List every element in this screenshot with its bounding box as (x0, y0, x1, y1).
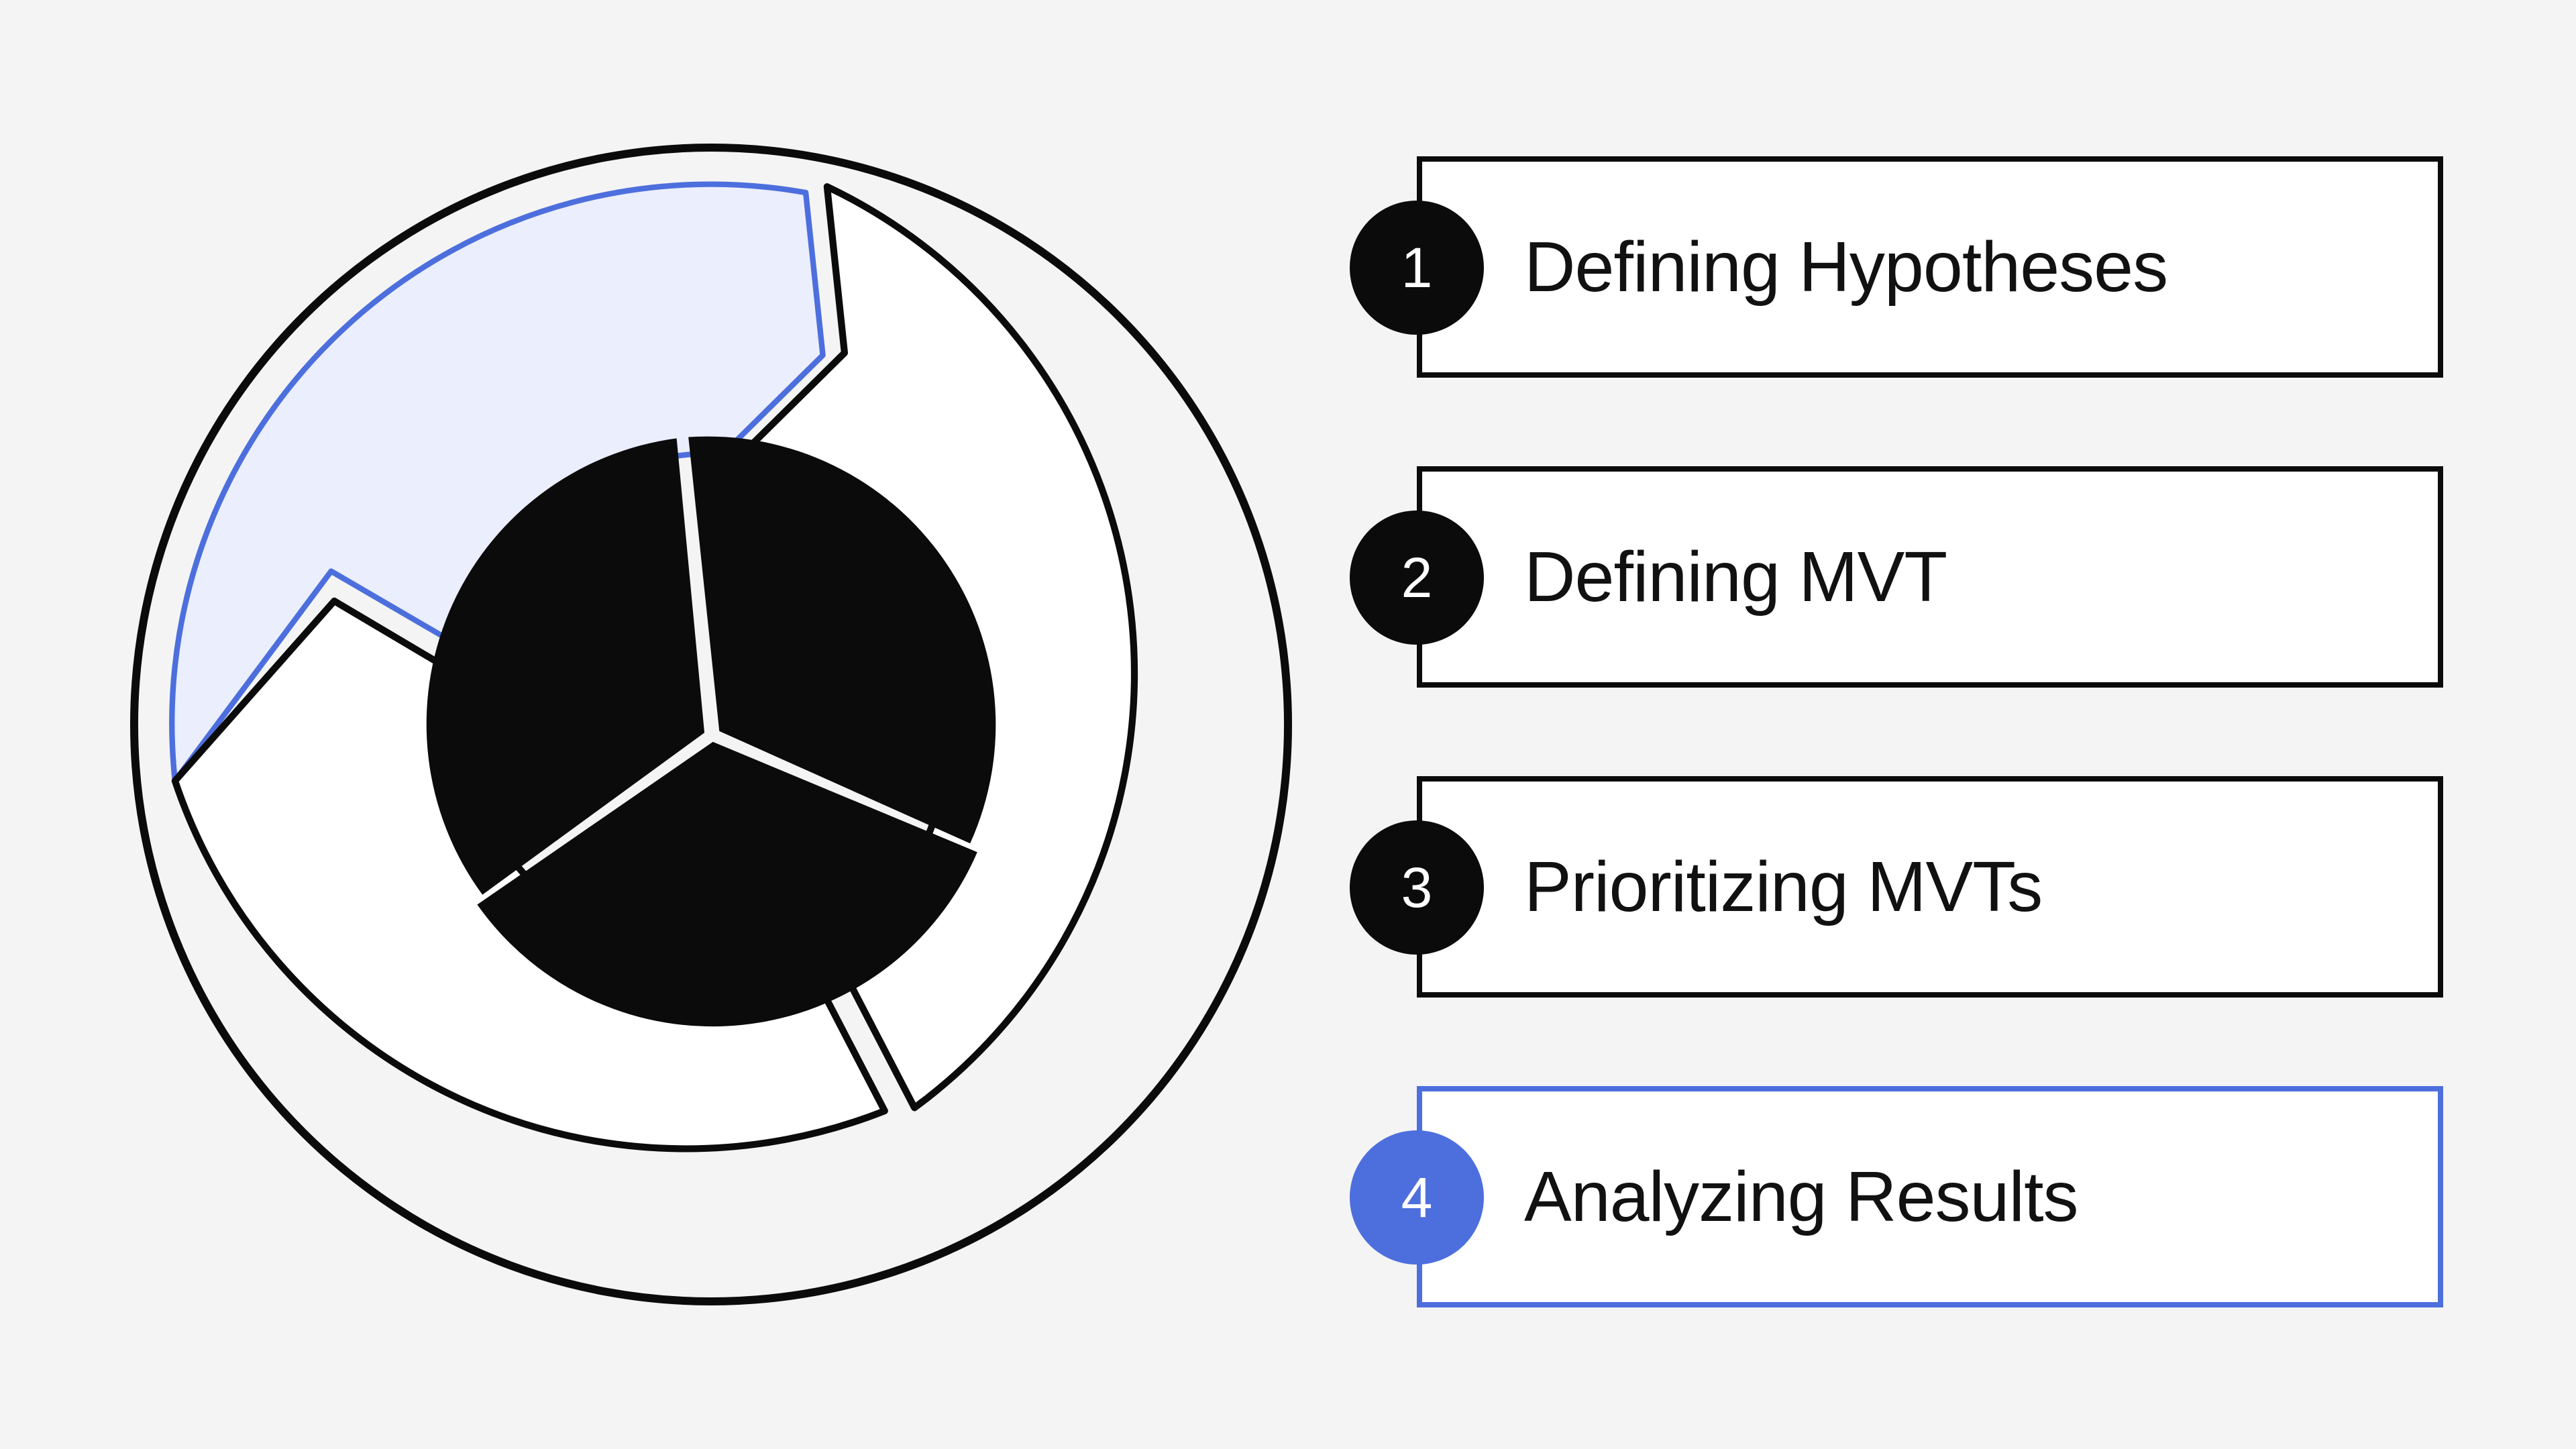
step-item-2[interactable]: 2 Defining MVT (1350, 466, 2510, 688)
steps-list: 1 Defining Hypotheses 2 Defining MVT 3 P… (1350, 0, 2576, 1449)
hub-sector-2[interactable] (688, 408, 1009, 868)
segmented-donut-diagram (130, 144, 1292, 1305)
step-number-badge-3: 3 (1350, 820, 1484, 955)
step-card-4[interactable] (1417, 1086, 2443, 1307)
step-item-1[interactable]: 1 Defining Hypotheses (1350, 156, 2510, 378)
hub-sector-1[interactable] (398, 438, 722, 898)
step-number-badge-2: 2 (1350, 511, 1484, 645)
step-label-2: Defining MVT (1524, 537, 1947, 616)
step-card-2[interactable] (1417, 466, 2443, 688)
step-card-1[interactable] (1417, 156, 2443, 378)
diagram-panel (130, 144, 1292, 1305)
step-label-1: Defining Hypotheses (1524, 227, 2168, 307)
step-number-badge-1: 1 (1350, 201, 1484, 335)
inner-hub-group (398, 408, 1009, 1051)
step-item-3[interactable]: 3 Prioritizing MVTs (1350, 776, 2510, 998)
step-number-badge-4: 4 (1350, 1130, 1484, 1265)
step-label-3: Prioritizing MVTs (1524, 847, 2043, 926)
step-card-3[interactable] (1417, 776, 2443, 998)
step-item-4[interactable]: 4 Analyzing Results (1350, 1086, 2510, 1307)
outer-ring-circle (130, 144, 1292, 1305)
hub-sector-3[interactable] (463, 716, 993, 1051)
step-label-4: Analyzing Results (1524, 1157, 2079, 1236)
